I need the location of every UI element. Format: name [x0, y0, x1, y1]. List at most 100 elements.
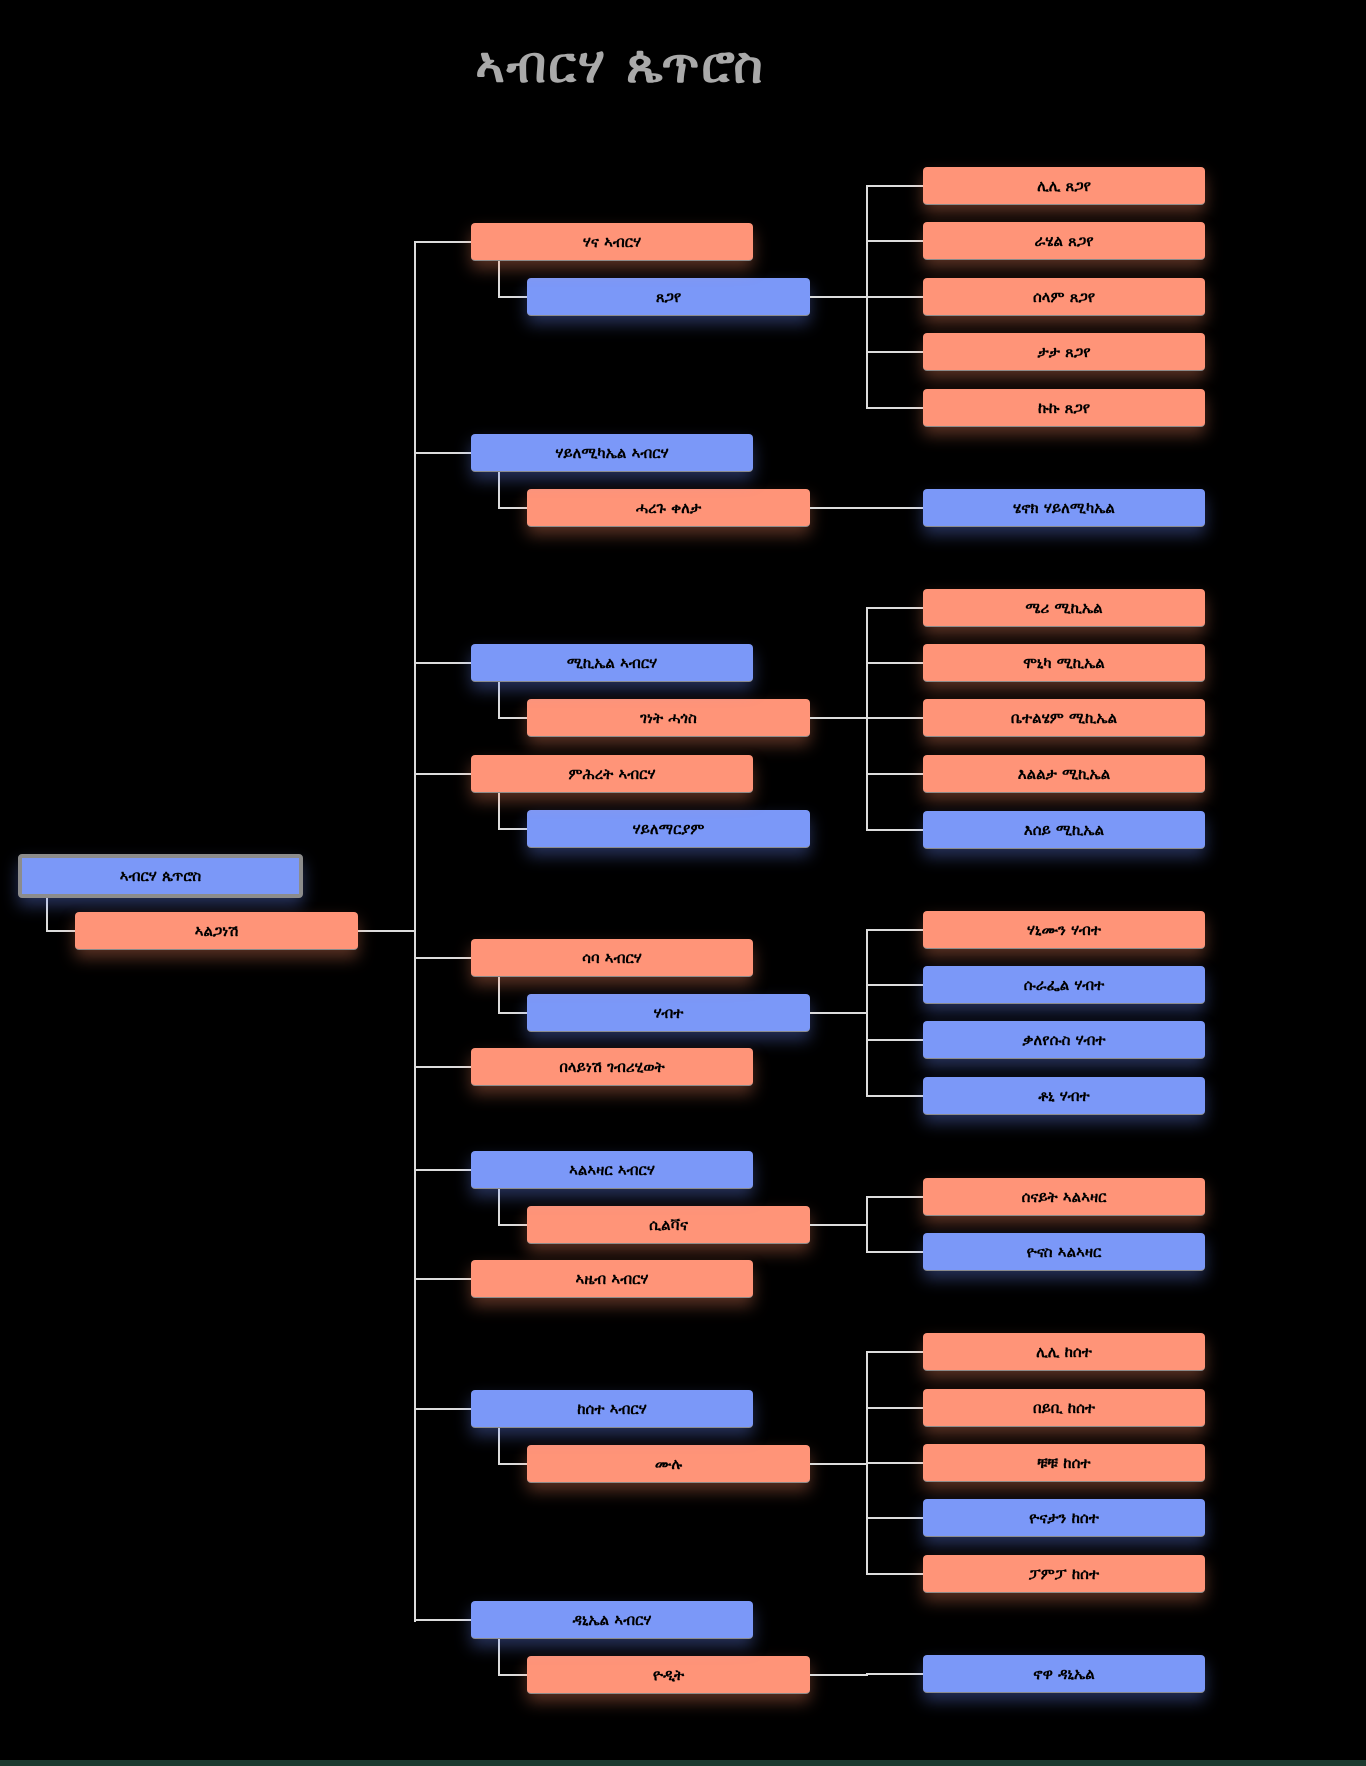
- grandchild-node[interactable]: ኖዋ ዳኒኤል: [923, 1655, 1205, 1693]
- connector-line: [866, 607, 924, 609]
- connector-line: [414, 957, 472, 959]
- connector-line: [414, 241, 472, 243]
- connector-line: [498, 977, 500, 1014]
- child-node[interactable]: በላይነሽ ገብሪሂወት: [471, 1048, 753, 1086]
- connector-line: [414, 662, 472, 664]
- connector-line: [866, 351, 924, 353]
- grandchild-node[interactable]: ሰላም ጸጋየ: [923, 278, 1205, 316]
- connector-line: [810, 717, 867, 719]
- connector-line: [498, 1428, 500, 1465]
- grandchild-node[interactable]: ኩኩ ጸጋየ: [923, 389, 1205, 427]
- spouse-node[interactable]: ሃይለማርያም: [527, 810, 810, 848]
- connector-line: [810, 1012, 867, 1014]
- connector-line: [498, 1463, 528, 1465]
- root-node[interactable]: ኣብርሃ ጴጥሮስ: [18, 854, 303, 898]
- grandchild-node[interactable]: ሱራፌል ሃብተ: [923, 966, 1205, 1004]
- connector-line: [866, 662, 924, 664]
- grandchild-node[interactable]: እሰይ ሚኪኤል: [923, 811, 1205, 849]
- grandchild-node[interactable]: ቹቹ ከሰተ: [923, 1444, 1205, 1482]
- child-node[interactable]: ሃና ኣብርሃ: [471, 223, 753, 261]
- spouse-node[interactable]: ዮዲት: [527, 1656, 810, 1694]
- grandchild-node[interactable]: እልልታ ሚኪኤል: [923, 755, 1205, 793]
- connector-line: [414, 1169, 472, 1171]
- child-node[interactable]: ሃይለሚካኤል ኣብርሃ: [471, 434, 753, 472]
- connector-line: [866, 1351, 924, 1353]
- connector-line: [414, 1066, 472, 1068]
- connector-line: [866, 1462, 924, 1464]
- connector-line: [866, 1251, 924, 1253]
- connector-line: [498, 717, 528, 719]
- connector-line: [810, 1224, 867, 1226]
- connector-line: [866, 929, 924, 931]
- spouse-node[interactable]: ሃብተ: [527, 994, 810, 1032]
- connector-line: [46, 930, 76, 932]
- grandchild-node[interactable]: ቤተልሄም ሚኪኤል: [923, 699, 1205, 737]
- grandchild-node[interactable]: ሜሪ ሚኪኤል: [923, 589, 1205, 627]
- connector-line: [866, 773, 924, 775]
- connector-line: [498, 793, 500, 830]
- connector-line: [498, 296, 528, 298]
- connector-line: [866, 984, 924, 986]
- root-spouse-node[interactable]: ኣልጋነሽ: [75, 912, 358, 950]
- spouse-node[interactable]: ሓረጉ ቀለታ: [527, 489, 810, 527]
- child-node[interactable]: ሚኪኤል ኣብርሃ: [471, 644, 753, 682]
- child-node[interactable]: ሳባ ኣብርሃ: [471, 939, 753, 977]
- child-node[interactable]: ዳኒኤል ኣብርሃ: [471, 1601, 753, 1639]
- connector-line: [810, 507, 867, 509]
- grandchild-node[interactable]: ሃኒሙን ሃብተ: [923, 911, 1205, 949]
- connector-line: [498, 828, 528, 830]
- spouse-node[interactable]: ገነት ሓጎስ: [527, 699, 810, 737]
- child-node[interactable]: ምሕረት ኣብርሃ: [471, 755, 753, 793]
- grandchild-node[interactable]: ዮናስ ኣልኣዛር: [923, 1233, 1205, 1271]
- connector-line: [810, 296, 867, 298]
- connector-line: [866, 296, 924, 298]
- connector-line: [498, 1674, 528, 1676]
- connector-line: [498, 1189, 500, 1226]
- connector-line: [866, 1039, 924, 1041]
- connector-line: [866, 607, 868, 831]
- grandchild-node[interactable]: ሰናይት ኣልኣዛር: [923, 1178, 1205, 1216]
- grandchild-node[interactable]: ዮናታን ከሰተ: [923, 1499, 1205, 1537]
- grandchild-node[interactable]: ሊሊ ከሰተ: [923, 1333, 1205, 1371]
- spouse-node[interactable]: ሲልቫና: [527, 1206, 810, 1244]
- connector-line: [866, 507, 924, 509]
- connector-line: [498, 1012, 528, 1014]
- connector-line: [866, 1573, 924, 1575]
- connector-line: [866, 1095, 924, 1097]
- grandchild-node[interactable]: ፓምፓ ከሰተ: [923, 1555, 1205, 1593]
- child-node[interactable]: ከሰተ ኣብርሃ: [471, 1390, 753, 1428]
- spouse-node[interactable]: ሙሉ: [527, 1445, 810, 1483]
- grandchild-node[interactable]: ራሄል ጸጋየ: [923, 222, 1205, 260]
- connector-line: [866, 240, 924, 242]
- grandchild-node[interactable]: ሊሊ ጸጋየ: [923, 167, 1205, 205]
- connector-line: [498, 472, 500, 509]
- connector-line: [866, 829, 924, 831]
- connector-line: [498, 261, 500, 298]
- connector-line: [414, 242, 416, 1622]
- connector-line: [866, 1673, 924, 1675]
- connector-line: [866, 929, 868, 1097]
- connector-line: [498, 1224, 528, 1226]
- connector-line: [46, 897, 48, 932]
- connector-line: [866, 717, 924, 719]
- connector-line: [414, 1408, 472, 1410]
- connector-line: [414, 1278, 472, 1280]
- spouse-node[interactable]: ጸጋየ: [527, 278, 810, 316]
- page-title: ኣብርሃ ጴጥሮስ: [475, 36, 765, 94]
- grandchild-node[interactable]: በይቢ ከሰተ: [923, 1389, 1205, 1427]
- grandchild-node[interactable]: ሞኒካ ሚኪኤል: [923, 644, 1205, 682]
- connector-line: [498, 682, 500, 719]
- connector-line: [414, 452, 472, 454]
- connector-line: [414, 773, 472, 775]
- connector-line: [866, 407, 924, 409]
- child-node[interactable]: ኣዜብ ኣብርሃ: [471, 1260, 753, 1298]
- footer-bar: [0, 1760, 1366, 1766]
- grandchild-node[interactable]: ቶኒ ሃብተ: [923, 1077, 1205, 1115]
- connector-line: [866, 1517, 924, 1519]
- grandchild-node[interactable]: ታታ ጸጋየ: [923, 333, 1205, 371]
- connector-line: [866, 1196, 924, 1198]
- child-node[interactable]: ኣልኣዛር ኣብርሃ: [471, 1151, 753, 1189]
- grandchild-node[interactable]: ቃለየሱስ ሃብተ: [923, 1021, 1205, 1059]
- grandchild-node[interactable]: ሄኖክ ሃይለሚካኤል: [923, 489, 1205, 527]
- connector-line: [414, 1619, 472, 1621]
